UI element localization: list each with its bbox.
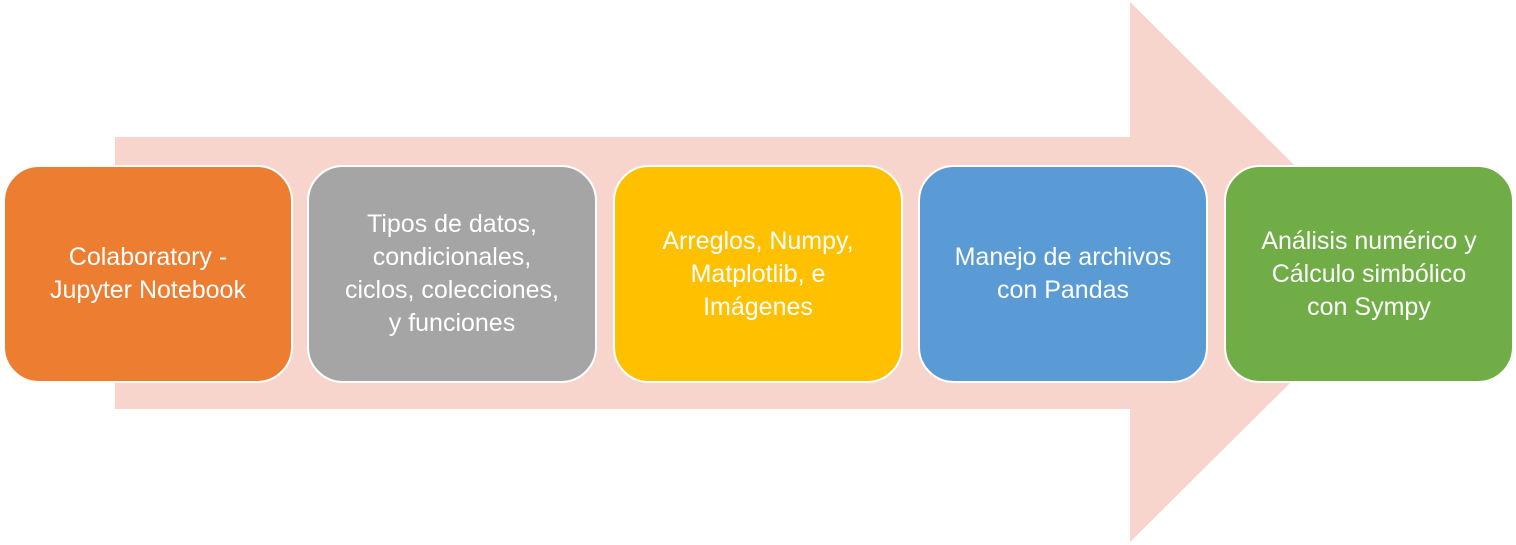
stage-box-colaboratory: Colaboratory - Jupyter Notebook (3, 165, 293, 383)
stage-label: Manejo de archivos con Pandas (954, 243, 1172, 304)
stage-box-pandas: Manejo de archivos con Pandas (918, 165, 1208, 383)
stage-box-sympy: Análisis numérico y Cálculo simbólico co… (1224, 165, 1514, 383)
stage-box-numpy: Arreglos, Numpy, Matplotlib, e Imágenes (613, 165, 903, 383)
stage-label: Análisis numérico y Cálculo simbólico co… (1261, 226, 1477, 321)
stage-label: Arreglos, Numpy, Matplotlib, e Imágenes (662, 226, 854, 321)
stage-label: Tipos de datos, condicionales, ciclos, c… (345, 210, 559, 337)
stage-label: Colaboratory - Jupyter Notebook (50, 243, 246, 304)
stage-box-data-types: Tipos de datos, condicionales, ciclos, c… (307, 165, 597, 383)
